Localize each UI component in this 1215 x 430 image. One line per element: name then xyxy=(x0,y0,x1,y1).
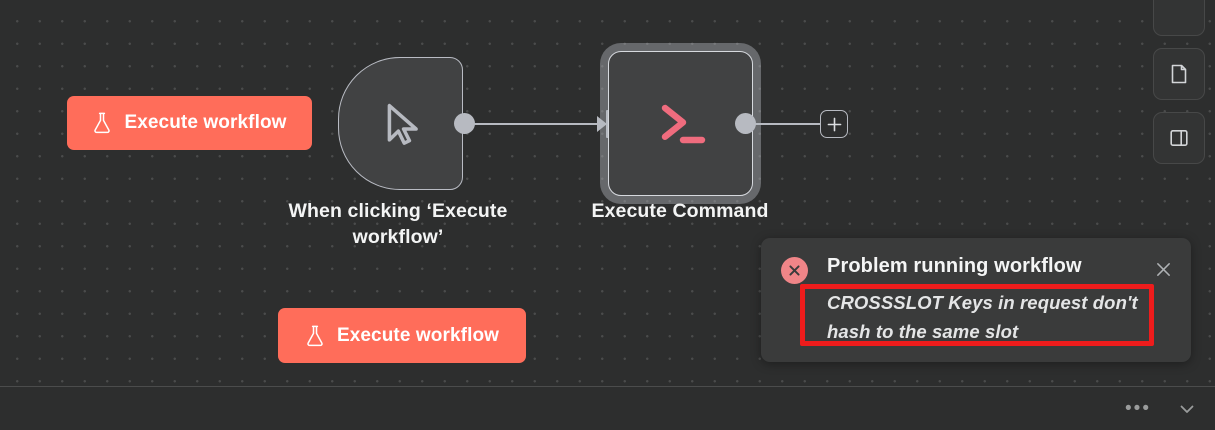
workflow-canvas[interactable]: When clicking ‘Execute workflow’ Execute… xyxy=(0,0,1215,386)
canvas-right-toolbar xyxy=(1153,0,1205,164)
node-label-execute-command: Execute Command xyxy=(591,200,769,222)
more-options-icon[interactable]: ••• xyxy=(1125,397,1151,419)
connection-trigger-to-command xyxy=(472,122,612,125)
flask-icon xyxy=(307,325,323,346)
mouse-pointer-icon xyxy=(387,103,418,145)
toolbar-partial-button[interactable] xyxy=(1153,0,1205,36)
command-output-endpoint[interactable] xyxy=(735,113,756,134)
add-node-button[interactable] xyxy=(820,110,848,138)
terminal-prompt-icon xyxy=(661,104,705,143)
toast-message: CROSSSLOT Keys in request don't hash to … xyxy=(827,292,1138,342)
toast-title: Problem running workflow xyxy=(827,255,1082,277)
execute-workflow-button-bottom[interactable]: Execute workflow xyxy=(278,308,526,363)
connection-command-to-add xyxy=(752,122,824,125)
chevron-down-icon[interactable] xyxy=(1177,399,1197,419)
close-icon xyxy=(1156,262,1170,276)
execute-workflow-label-bottom: Execute workflow xyxy=(336,324,500,346)
error-toast: Problem running workflow CROSSSLOT Keys … xyxy=(761,238,1191,362)
node-execute-command[interactable] xyxy=(608,51,753,196)
error-circle-x-icon xyxy=(781,257,808,284)
execute-workflow-button-top[interactable]: Execute workflow xyxy=(67,96,312,150)
command-input-arrow-icon xyxy=(597,116,607,132)
side-panel-icon xyxy=(1170,130,1188,146)
x-mark-icon xyxy=(789,265,800,276)
bottom-bar: ••• xyxy=(0,386,1215,430)
node-when-clicking-execute-workflow[interactable] xyxy=(338,57,463,190)
execute-workflow-label-top: Execute workflow xyxy=(124,112,287,133)
toolbar-panel-button[interactable] xyxy=(1153,112,1205,164)
toast-close-button[interactable] xyxy=(1152,258,1174,280)
toolbar-notes-button[interactable] xyxy=(1153,48,1205,100)
document-icon xyxy=(1171,64,1187,84)
node-label-trigger: When clicking ‘Execute workflow’ xyxy=(288,200,508,248)
plus-icon xyxy=(827,117,841,131)
trigger-output-endpoint[interactable] xyxy=(454,113,475,134)
flask-icon xyxy=(94,112,111,134)
